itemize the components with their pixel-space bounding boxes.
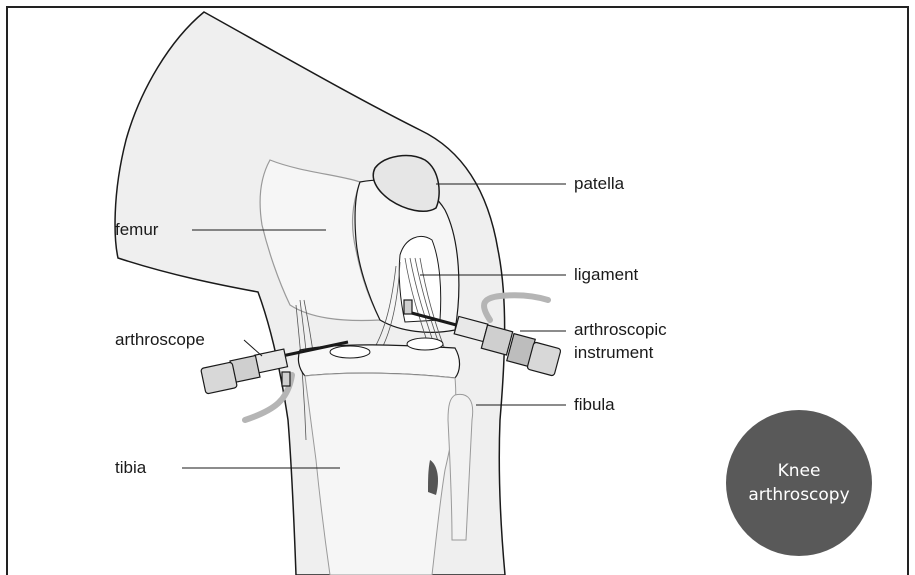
arthroscopic-instrument-label-line1: arthroscopic: [574, 320, 667, 340]
badge-title-line1: Knee: [778, 459, 821, 483]
fibula-label: fibula: [574, 395, 615, 415]
meniscus-right: [407, 338, 443, 350]
meniscus-left: [330, 346, 370, 358]
arthroscopic-instrument-label-line2: instrument: [574, 343, 653, 363]
badge-title-line2: arthroscopy: [748, 483, 849, 507]
arthroscope-label: arthroscope: [115, 330, 205, 350]
title-badge: Knee arthroscopy: [726, 410, 872, 556]
ligament-label: ligament: [574, 265, 638, 285]
patella-label: patella: [574, 174, 624, 194]
tibia-label: tibia: [115, 458, 146, 478]
femur-label: femur: [115, 220, 158, 240]
